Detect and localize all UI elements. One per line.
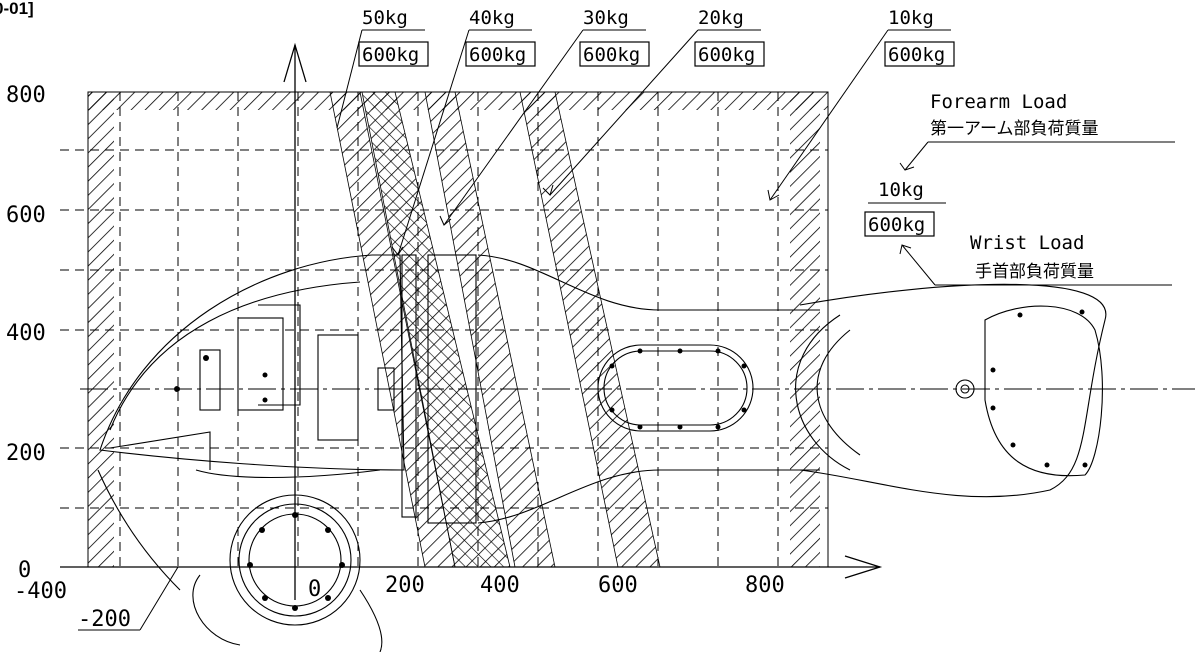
legend: Forearm Load 第一アーム部負荷質量 10kg 600kg Wrist… [864, 91, 1175, 286]
y-tick-400: 400 [6, 321, 46, 346]
zone-30-wrist: 600kg [583, 44, 640, 66]
zone-10-forearm: 10kg [888, 7, 934, 29]
axes [60, 42, 1195, 600]
legend-wrist-en: Wrist Load [970, 232, 1084, 254]
x-tick-200: 200 [385, 573, 425, 598]
x-tick-600: 600 [598, 573, 638, 598]
zone-40-wrist: 600kg [469, 44, 526, 66]
grid [60, 92, 828, 567]
zone-20-wrist: 600kg [698, 44, 755, 66]
robot-outline [97, 254, 1107, 653]
x-tick-400: 400 [480, 573, 520, 598]
x-tick-labels: -400 -200 0 200 400 600 800 [14, 573, 785, 632]
zone-50-wrist: 600kg [362, 44, 419, 66]
y-tick-labels: 800 600 400 200 0 [6, 83, 46, 583]
x-tick-800: 800 [745, 573, 785, 598]
legend-sample-wrist: 600kg [868, 214, 925, 236]
y-tick-0: 0 [18, 558, 31, 583]
y-tick-600: 600 [6, 203, 46, 228]
legend-forearm-en: Forearm Load [930, 91, 1067, 113]
legend-wrist-jp: 手首部負荷質量 [975, 262, 1094, 282]
y-tick-200: 200 [6, 441, 46, 466]
bolt-holes [174, 309, 1088, 611]
y-tick-800: 800 [6, 83, 46, 108]
figure-label: 0-01] [0, 0, 34, 18]
zone-30-forearm: 30kg [583, 7, 629, 29]
zone-40-forearm: 40kg [469, 7, 515, 29]
x-tick-0: 0 [308, 577, 321, 602]
legend-sample-forearm: 10kg [878, 179, 924, 201]
zone-labels: 50kg 600kg 40kg 600kg 30kg 600kg 20kg 60… [358, 7, 955, 67]
zone-20-forearm: 20kg [698, 7, 744, 29]
leader-lines [336, 29, 889, 256]
x-tick-minus400: -400 [14, 579, 67, 604]
x-tick-leaders [78, 566, 179, 631]
x-tick-minus200: -200 [78, 607, 131, 632]
legend-forearm-jp: 第一アーム部負荷質量 [930, 119, 1098, 139]
zone-50-forearm: 50kg [362, 7, 408, 29]
zone-10-wrist: 600kg [888, 44, 945, 66]
